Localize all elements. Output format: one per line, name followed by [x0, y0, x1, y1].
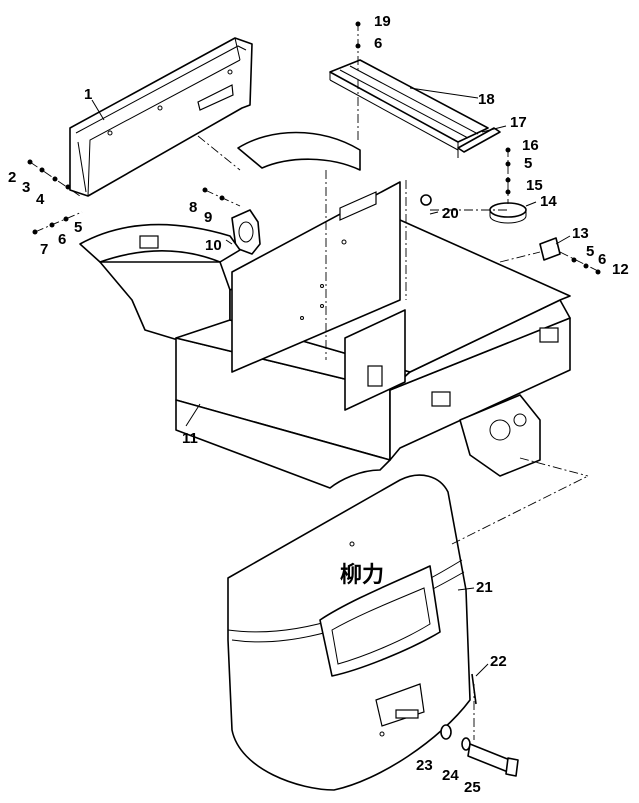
callout-5-clip: 5 — [586, 243, 594, 260]
callouts: 1 2 3 4 5 6 7 8 9 10 11 12 13 14 15 16 5… — [8, 13, 629, 796]
callout-8: 8 — [189, 199, 197, 216]
callout-6-top: 6 — [374, 35, 382, 52]
part-17-bracket — [457, 127, 501, 158]
fasteners-top — [355, 21, 361, 70]
callout-1: 1 — [84, 86, 92, 103]
part-11-main-frame — [79, 131, 571, 489]
part-14-pad — [489, 147, 527, 224]
callout-3: 3 — [22, 179, 30, 196]
callout-9: 9 — [204, 209, 212, 226]
callout-19: 19 — [374, 13, 391, 30]
callout-14: 14 — [540, 193, 557, 210]
callout-7: 7 — [40, 241, 48, 258]
callout-25: 25 — [464, 779, 481, 796]
callout-5-right: 5 — [524, 155, 532, 172]
callout-22: 22 — [490, 653, 507, 670]
callout-17: 17 — [510, 114, 527, 131]
part-21-counterweight: 柳力 — [227, 474, 471, 791]
callout-5-left: 5 — [74, 219, 82, 236]
callout-6-left: 6 — [58, 231, 66, 248]
callout-11: 11 — [182, 430, 198, 447]
part-20-grommet — [420, 194, 432, 206]
callout-15: 15 — [526, 177, 543, 194]
callout-10: 10 — [205, 237, 222, 254]
callout-21: 21 — [476, 579, 493, 596]
callout-6-clip: 6 — [598, 251, 606, 268]
callout-20: 20 — [442, 205, 459, 222]
alignment-lines — [197, 80, 589, 740]
part-13-clip — [539, 237, 601, 275]
callout-4: 4 — [36, 191, 45, 208]
callout-24: 24 — [442, 767, 459, 784]
part-18-top-plate — [329, 59, 489, 151]
leader-lines — [91, 87, 571, 677]
part-1-rear-panel — [69, 37, 253, 197]
callout-13: 13 — [572, 225, 589, 242]
part-10-clamp — [202, 187, 261, 255]
logo-mark: 柳力 — [340, 562, 384, 588]
fasteners-bottom — [440, 673, 519, 777]
callout-12: 12 — [612, 261, 629, 278]
callout-23: 23 — [416, 757, 433, 774]
callout-18: 18 — [478, 91, 495, 108]
fasteners-left — [27, 159, 83, 235]
callout-16: 16 — [522, 137, 539, 154]
callout-2: 2 — [8, 169, 16, 186]
